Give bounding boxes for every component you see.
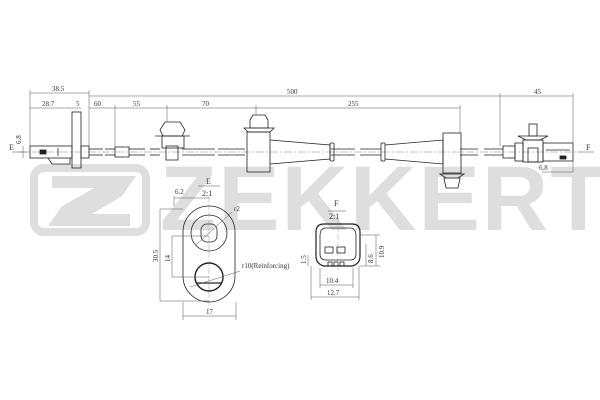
detail-e-height-total: 30.5 bbox=[152, 249, 160, 262]
detail-f-labels: F 2:1 1.5 8.6 10.9 10.4 12.7 bbox=[300, 199, 386, 297]
dim-seg2: 55 bbox=[133, 100, 141, 108]
sensor-head bbox=[29, 111, 90, 169]
detail-e-drawing bbox=[159, 185, 241, 320]
dim-seg3: 70 bbox=[202, 100, 210, 108]
detail-e-hole-spacing: 14 bbox=[164, 255, 172, 263]
view-marker-f: F bbox=[586, 143, 591, 152]
detail-f-scale: 2:1 bbox=[329, 212, 339, 221]
dim-sensor-head: 28.7 bbox=[42, 100, 55, 108]
detail-f-left-height: 1.5 bbox=[300, 255, 308, 264]
view-marker-e: E bbox=[9, 143, 14, 152]
watermark-logo: ZEKKERT bbox=[30, 148, 600, 250]
detail-e-scale: 2:1 bbox=[202, 189, 212, 198]
cable-clip-1 bbox=[155, 121, 190, 161]
dim-right-end: 45 bbox=[534, 88, 542, 96]
dim-seg1: 60 bbox=[94, 100, 102, 108]
connector bbox=[502, 123, 574, 163]
detail-e-bottom-width: 17 bbox=[206, 308, 214, 316]
detail-e-note: r10(Reinforcing) bbox=[242, 262, 290, 270]
grommet-2 bbox=[380, 132, 466, 189]
detail-f-inner-height: 8.6 bbox=[367, 254, 375, 263]
detail-f-drawing bbox=[307, 210, 380, 300]
dim-flange: 5 bbox=[76, 100, 80, 108]
dim-seg4: 255 bbox=[348, 100, 359, 108]
watermark-text: ZEKKERT bbox=[160, 148, 600, 250]
grommet-1 bbox=[243, 114, 335, 173]
dim-right-offset: 6.8 bbox=[539, 164, 548, 172]
detail-f-title: F bbox=[334, 199, 339, 208]
dim-left-offset: 6.8 bbox=[15, 135, 23, 144]
dim-overall-left: 38.5 bbox=[52, 85, 65, 93]
cable bbox=[89, 146, 503, 158]
detail-f-inner-width: 10.4 bbox=[326, 277, 339, 285]
detail-f-outer-width: 12.7 bbox=[327, 289, 340, 297]
detail-e-width-top: 6.2 bbox=[175, 188, 184, 196]
detail-e-radius: r2 bbox=[234, 205, 240, 213]
detail-e-labels: E 2:1 6.2 r2 30.5 14 17 r10(Reinforcing) bbox=[152, 177, 290, 316]
detail-f-outer-height: 10.9 bbox=[378, 245, 386, 258]
dimension-labels: 38.5 28.7 5 60 55 70 500 255 45 6.8 6.8 … bbox=[9, 85, 591, 172]
dimension-lines bbox=[22, 90, 574, 173]
detail-e-title: E bbox=[206, 177, 211, 186]
dim-total: 500 bbox=[287, 88, 298, 96]
